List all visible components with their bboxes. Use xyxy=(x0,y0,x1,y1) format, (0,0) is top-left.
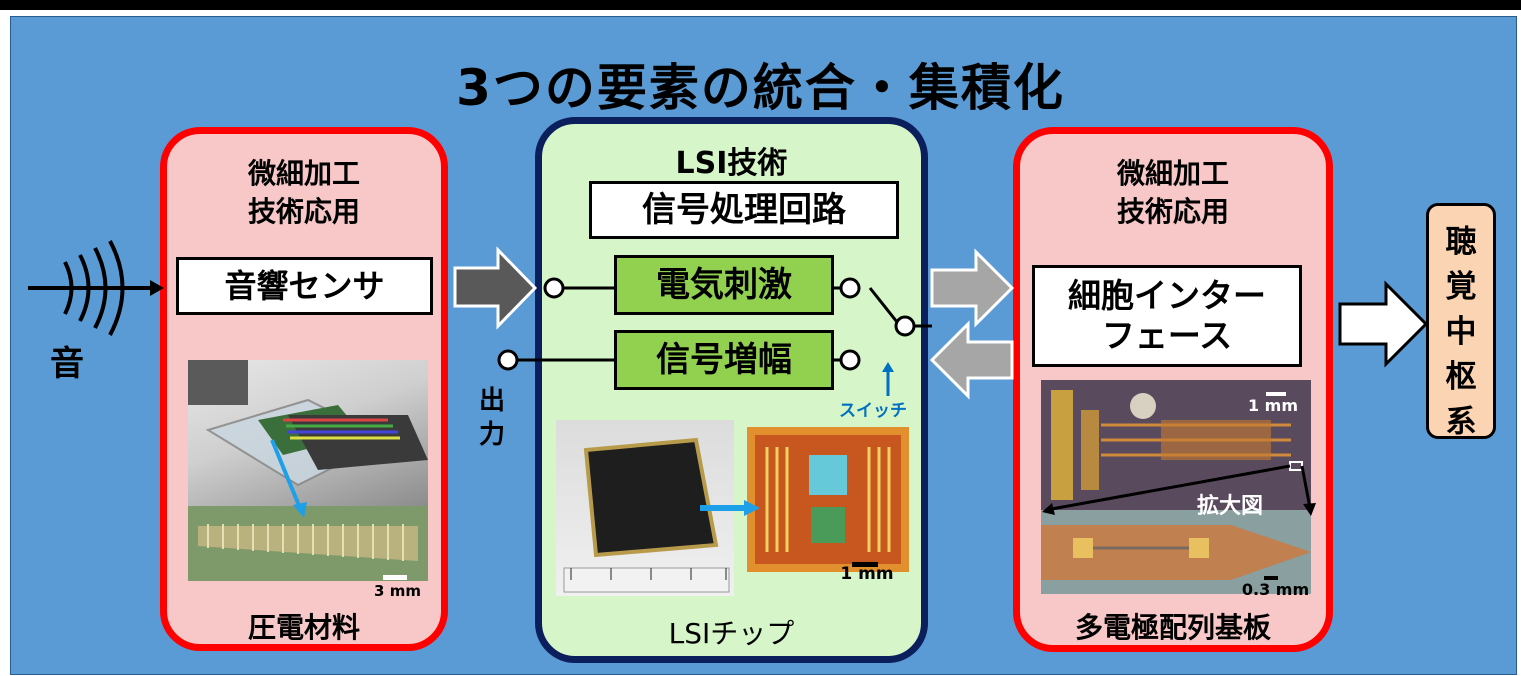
center-heading: LSI技術 xyxy=(675,146,788,181)
stim-input-terminal xyxy=(543,277,565,299)
interface-line1: 細胞インター xyxy=(1068,276,1266,315)
amp-input-terminal xyxy=(839,349,861,371)
electrode-zoom-photo xyxy=(1041,510,1311,594)
auditory-center-box: 聴 覚 中 枢 系 xyxy=(1426,203,1496,440)
chip-layout-photo xyxy=(747,427,909,572)
zoom-label: 拡大図 xyxy=(1196,494,1263,519)
cell-interface-box: 細胞インター フェース xyxy=(1032,265,1302,367)
zoom-line-right xyxy=(1300,465,1312,509)
sensor-device-photo xyxy=(188,360,428,506)
piezo-material-photo xyxy=(188,506,428,581)
right-scale-bottom: 0.3 mm xyxy=(1241,580,1310,599)
right-scale-bar-bottom xyxy=(1264,576,1278,580)
sensor-zoom-arrow xyxy=(270,439,302,509)
acoustic-sensor-box: 音響センサ xyxy=(176,257,433,315)
electrical-stimulation-box: 電気刺激 xyxy=(614,255,834,315)
piezo-comb-illustration xyxy=(198,524,418,561)
switch-pointer-head xyxy=(882,362,894,372)
sound-label: 音 xyxy=(50,344,84,384)
interface-to-auditory-arrow xyxy=(1338,280,1429,368)
input-arrow-head xyxy=(150,280,164,296)
top-border xyxy=(0,0,1521,10)
interface-line2: フェース xyxy=(1101,316,1233,355)
signal-amplification-box: 信号増幅 xyxy=(614,330,834,390)
diagram-title: 3つの要素の統合・集積化 xyxy=(456,59,1065,117)
signal-processing-box: 信号処理回路 xyxy=(589,181,899,239)
target-char-5: 系 xyxy=(1445,404,1477,440)
zoom-region-marker xyxy=(1289,461,1303,471)
lsi-to-interface-arrow xyxy=(930,248,1015,328)
left-scale-bar xyxy=(383,575,407,580)
zoom-line-left-head xyxy=(1042,503,1055,515)
electrode-zoom-illustration xyxy=(1041,525,1311,580)
output-label: 出力 xyxy=(478,386,505,450)
zoom-line-right-head xyxy=(1303,503,1316,516)
sensor-zoom-arrow-head xyxy=(293,502,307,518)
right-heading-line1: 微細加工 xyxy=(1116,157,1229,190)
switch-common-terminal xyxy=(894,315,916,337)
chip-layout-illustration xyxy=(755,435,901,564)
target-char-1: 聴 xyxy=(1445,224,1477,260)
center-scale-label: 1 mm xyxy=(840,564,894,584)
center-caption: LSIチップ xyxy=(668,617,795,650)
right-scale-top: 1 mm xyxy=(1247,396,1299,415)
target-char-2: 覚 xyxy=(1445,269,1477,305)
zoom-line-left xyxy=(1045,464,1291,512)
sensor-device-illustration xyxy=(188,360,428,487)
electrode-array-illustration xyxy=(1041,380,1311,510)
left-heading-line2: 技術応用 xyxy=(247,195,360,228)
right-heading-line2: 技術応用 xyxy=(1116,195,1229,228)
center-scale-bar xyxy=(852,562,878,567)
right-scale-bar-top xyxy=(1266,392,1286,396)
interface-to-lsi-arrow xyxy=(929,320,1014,400)
sensor-to-lsi-arrow xyxy=(453,246,538,330)
switch-label: スイッチ xyxy=(839,401,907,421)
switch-lever xyxy=(868,287,899,323)
stim-output-terminal xyxy=(839,277,861,299)
target-char-4: 枢 xyxy=(1445,359,1477,395)
amp-output-terminal xyxy=(497,349,519,371)
lsi-chip-illustration xyxy=(563,437,730,593)
right-caption: 多電極配列基板 xyxy=(1074,611,1271,644)
electrode-array-photo xyxy=(1041,380,1311,510)
target-char-3: 中 xyxy=(1445,314,1477,350)
chip-zoom-arrow-head xyxy=(744,500,760,516)
left-scale-label: 3 mm xyxy=(374,582,421,600)
left-caption: 圧電材料 xyxy=(247,611,360,644)
left-heading-line1: 微細加工 xyxy=(247,157,360,190)
